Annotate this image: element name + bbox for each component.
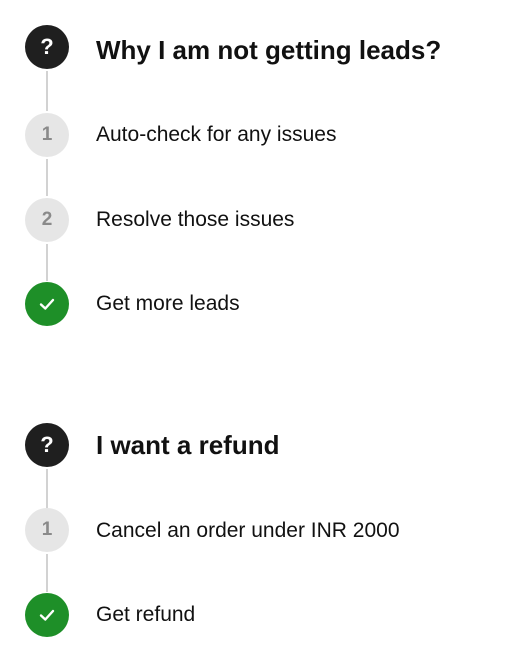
step-label-auto-check[interactable]: Auto-check for any issues (96, 123, 337, 146)
step-connector (46, 71, 48, 111)
checkmark-icon (25, 593, 69, 637)
step-number-badge: 2 (25, 198, 69, 242)
flow-title[interactable]: I want a refund (96, 430, 280, 460)
step-number-badge: 1 (25, 113, 69, 157)
question-mark-icon: ? (25, 423, 69, 467)
checkmark-icon (25, 282, 69, 326)
step-label-get-refund[interactable]: Get refund (96, 603, 196, 626)
step-label-get-more-leads[interactable]: Get more leads (96, 292, 240, 315)
step-label-cancel-order[interactable]: Cancel an order under INR 2000 (96, 519, 400, 542)
flow-title[interactable]: Why I am not getting leads? (96, 35, 442, 65)
checkmark-icon-glyph (39, 298, 55, 310)
step-number-badge: 1 (25, 508, 69, 552)
step-connector (46, 244, 48, 281)
question-mark-icon: ? (25, 25, 69, 69)
step-connector (46, 554, 48, 592)
step-connector (46, 159, 48, 196)
step-label-resolve-issues[interactable]: Resolve those issues (96, 208, 295, 231)
step-connector (46, 469, 48, 508)
checkmark-icon-glyph (39, 609, 55, 621)
